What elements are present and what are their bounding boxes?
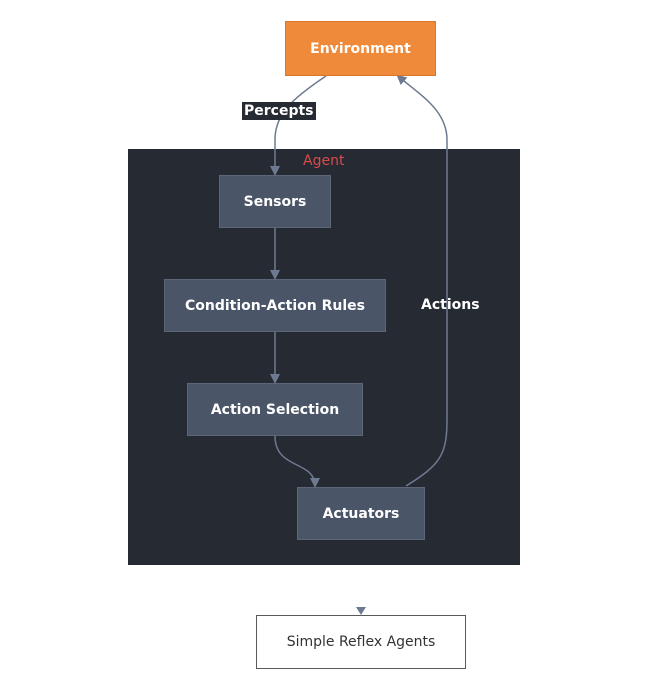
action-selection-node: Action Selection — [187, 383, 363, 436]
agent-container-title: Agent — [303, 153, 345, 169]
actuators-node: Actuators — [297, 487, 425, 540]
edge-environment-to-sensors — [270, 75, 327, 176]
edge-actuators-to-environment — [396, 74, 448, 487]
environment-node: Environment — [285, 21, 436, 76]
sensors-node: Sensors — [219, 175, 331, 228]
caption-pointer-icon — [356, 607, 366, 615]
edge-label-actions: Actions — [421, 297, 480, 313]
caption-simple-reflex-agents: Simple Reflex Agents — [256, 615, 466, 669]
edge-label-percepts: Percepts — [242, 102, 316, 120]
condition-action-rules-node: Condition-Action Rules — [164, 279, 386, 332]
edge-selection-to-actuators — [274, 435, 320, 488]
